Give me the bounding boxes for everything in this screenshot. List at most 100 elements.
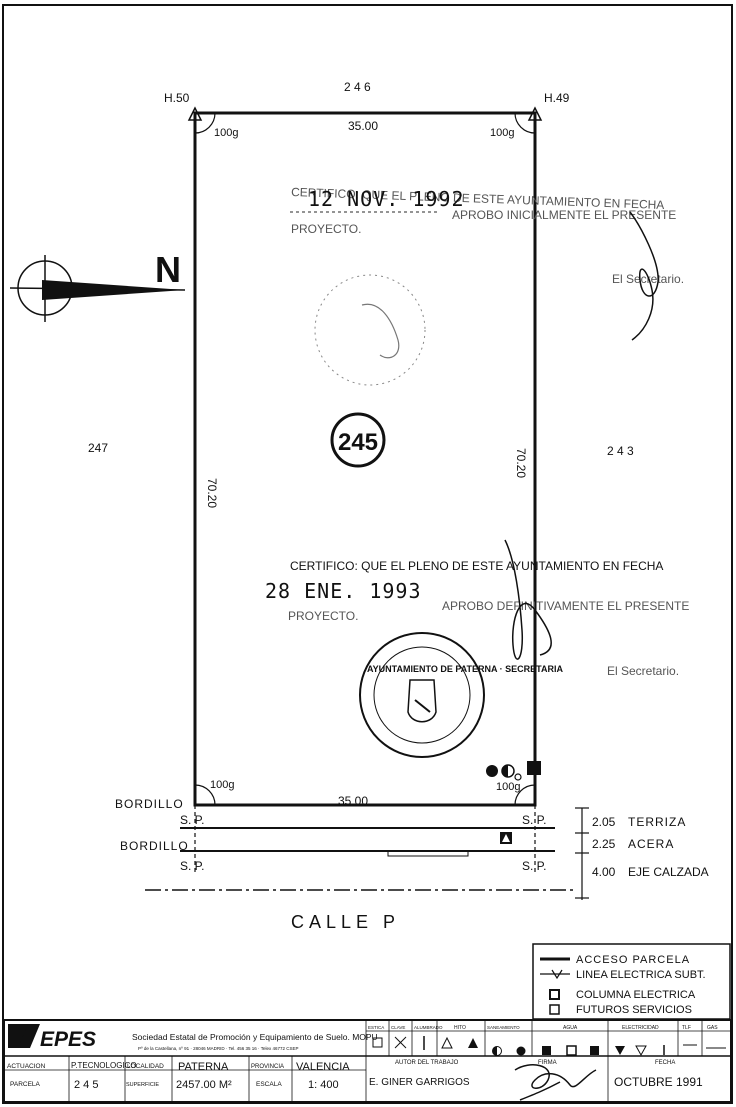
manhole-icon <box>500 832 512 844</box>
north-lot-number: 2 4 6 <box>344 80 371 94</box>
angle-label-sw: 100g <box>210 779 234 791</box>
escala-value: 1: 400 <box>308 1079 339 1091</box>
street-name: CALLE P <box>291 912 400 932</box>
escala-label: ESCALA <box>256 1081 282 1088</box>
corner-label-ne: H.49 <box>544 91 570 105</box>
agua-icon-2 <box>566 1045 577 1056</box>
provincia-label: PROVINCIA <box>251 1064 284 1070</box>
agua-icon-3 <box>590 1046 599 1055</box>
certificate-1-line2: APROBO INICIALMENTE EL PRESENTE <box>452 208 676 222</box>
angle-label-ne: 100g <box>490 127 514 139</box>
bordillo-label-1: BORDILLO <box>115 797 184 811</box>
west-lot-number: 247 <box>88 441 108 455</box>
service-header-electricidad: ELECTRICIDAD <box>622 1025 659 1031</box>
sp-label-2: S. P. <box>522 813 546 827</box>
service-header-hito: HITO <box>454 1025 466 1031</box>
sp-label-1: S. P. <box>180 813 204 827</box>
angle-arc-ne <box>514 112 536 134</box>
saneamiento-icon-1 <box>492 1046 502 1056</box>
access-parcel-mark <box>387 850 469 857</box>
localidad-label: LOCALIDAD <box>127 1063 164 1070</box>
superficie-value: 2457.00 M² <box>176 1079 232 1091</box>
east-lot-number: 2 4 3 <box>607 444 634 458</box>
angle-arc-se <box>514 784 536 806</box>
signature-1 <box>629 211 659 341</box>
certificate-2-line1: CERTIFICO: QUE EL PLENO DE ESTE AYUNTAMI… <box>290 559 663 573</box>
provincia-value: VALENCIA <box>296 1061 350 1073</box>
certificate-1-line3: PROYECTO. <box>291 222 361 236</box>
saneamiento-icon-2 <box>516 1046 526 1056</box>
parcela-label: PARCELA <box>10 1081 41 1088</box>
top-width: 35.00 <box>348 119 378 133</box>
estica-icon <box>372 1037 383 1048</box>
dim-value-eje: 4.00 <box>592 865 616 879</box>
corner-label-nw: H.50 <box>164 91 190 105</box>
dim-label-eje: EJE CALZADA <box>628 865 709 879</box>
service-header-agua: AGUA <box>563 1025 578 1031</box>
legend-underground-icon <box>540 969 570 980</box>
angle-arc-sw <box>194 784 216 806</box>
seal-2-text: AYUNTAMIENTO DE PATERNA · SECRETARIA <box>367 664 564 674</box>
north-arrow-icon <box>9 255 186 322</box>
autor-label: AUTOR DEL TRABAJO <box>395 1060 459 1066</box>
firma-label: FIRMA <box>538 1060 557 1066</box>
service-header-gas: GAS <box>707 1025 718 1031</box>
legend-label-future: FUTUROS SERVICIOS <box>576 1004 692 1016</box>
sp-label-4: S. P. <box>522 859 546 873</box>
fecha-label: FECHA <box>655 1060 675 1066</box>
north-label: N <box>155 249 181 290</box>
dim-label-terriza: TERRIZA <box>628 815 686 829</box>
legend-label-column: COLUMNA ELECTRICA <box>576 989 696 1001</box>
seal-2-icon: AYUNTAMIENTO DE PATERNA · SECRETARIA <box>359 632 564 758</box>
sp-label-3: S. P. <box>180 859 204 873</box>
superficie-label: SUPERFICIE <box>126 1082 159 1088</box>
service-dot-icon <box>486 765 498 777</box>
half-circle-icon <box>501 764 515 778</box>
dim-value-acera: 2.25 <box>592 837 616 851</box>
parcel-number-circle <box>330 412 386 468</box>
clave-icon <box>394 1036 407 1049</box>
signature-2 <box>504 539 552 660</box>
certificate-1-signer: El Secretario. <box>612 272 684 286</box>
left-length: 70.20 <box>205 478 219 508</box>
sheet-border <box>2 4 733 1104</box>
author-signature <box>514 1064 597 1101</box>
angle-label-nw: 100g <box>214 127 238 139</box>
electricidad-icon-1 <box>615 1046 625 1055</box>
legend-future-icon <box>549 1004 560 1015</box>
hito-icon-1 <box>441 1036 453 1049</box>
electric-column-icon <box>527 761 541 775</box>
corner-marker-ne <box>527 106 543 121</box>
hito-icon-2 <box>468 1038 478 1048</box>
dim-value-terriza: 2.05 <box>592 815 616 829</box>
legend-label-underground: LINEA ELECTRICA SUBT. <box>576 969 706 981</box>
actuacion-value: P.TECNOLOGICO <box>71 1061 137 1070</box>
bottom-width: 35.00 <box>338 794 368 808</box>
right-length: 70.20 <box>514 448 528 478</box>
certificate-1-date: 12 NOV. 1992 <box>308 187 465 211</box>
certificate-2-date: 28 ENE. 1993 <box>265 579 422 603</box>
legend-column-icon <box>549 989 560 1000</box>
parcela-value: 2 4 5 <box>74 1079 98 1091</box>
corner-marker-nw <box>187 106 203 121</box>
company-logo: EPES <box>40 1028 96 1051</box>
parcel-number: 245 <box>338 429 378 456</box>
actuacion-label: ACTUACION <box>7 1063 46 1070</box>
parcel-outline <box>193 111 537 807</box>
company-address: Pº de la Castellana, nº 91 · 28046 MADRI… <box>138 1046 298 1051</box>
service-header-saneamiento: SANEAMIENTO <box>487 1025 520 1030</box>
dim-label-acera: ACERA <box>628 837 674 851</box>
company-name: Sociedad Estatal de Promoción y Equipami… <box>132 1032 378 1042</box>
agua-icon-1 <box>542 1046 551 1055</box>
title-bottom-grid <box>68 1056 293 1103</box>
electricidad-icon-2 <box>635 1045 647 1057</box>
faded-seal-1 <box>314 274 426 386</box>
service-header-row <box>365 1020 731 1103</box>
certificate-2-line2: APROBO DEFINITIVAMENTE EL PRESENTE <box>442 599 689 613</box>
small-ring-icon <box>514 773 522 781</box>
angle-label-se: 100g <box>496 781 520 793</box>
fecha-value: OCTUBRE 1991 <box>614 1075 703 1089</box>
angle-arc-nw <box>194 112 216 134</box>
autor-value: E. GINER GARRIGOS <box>369 1077 470 1088</box>
